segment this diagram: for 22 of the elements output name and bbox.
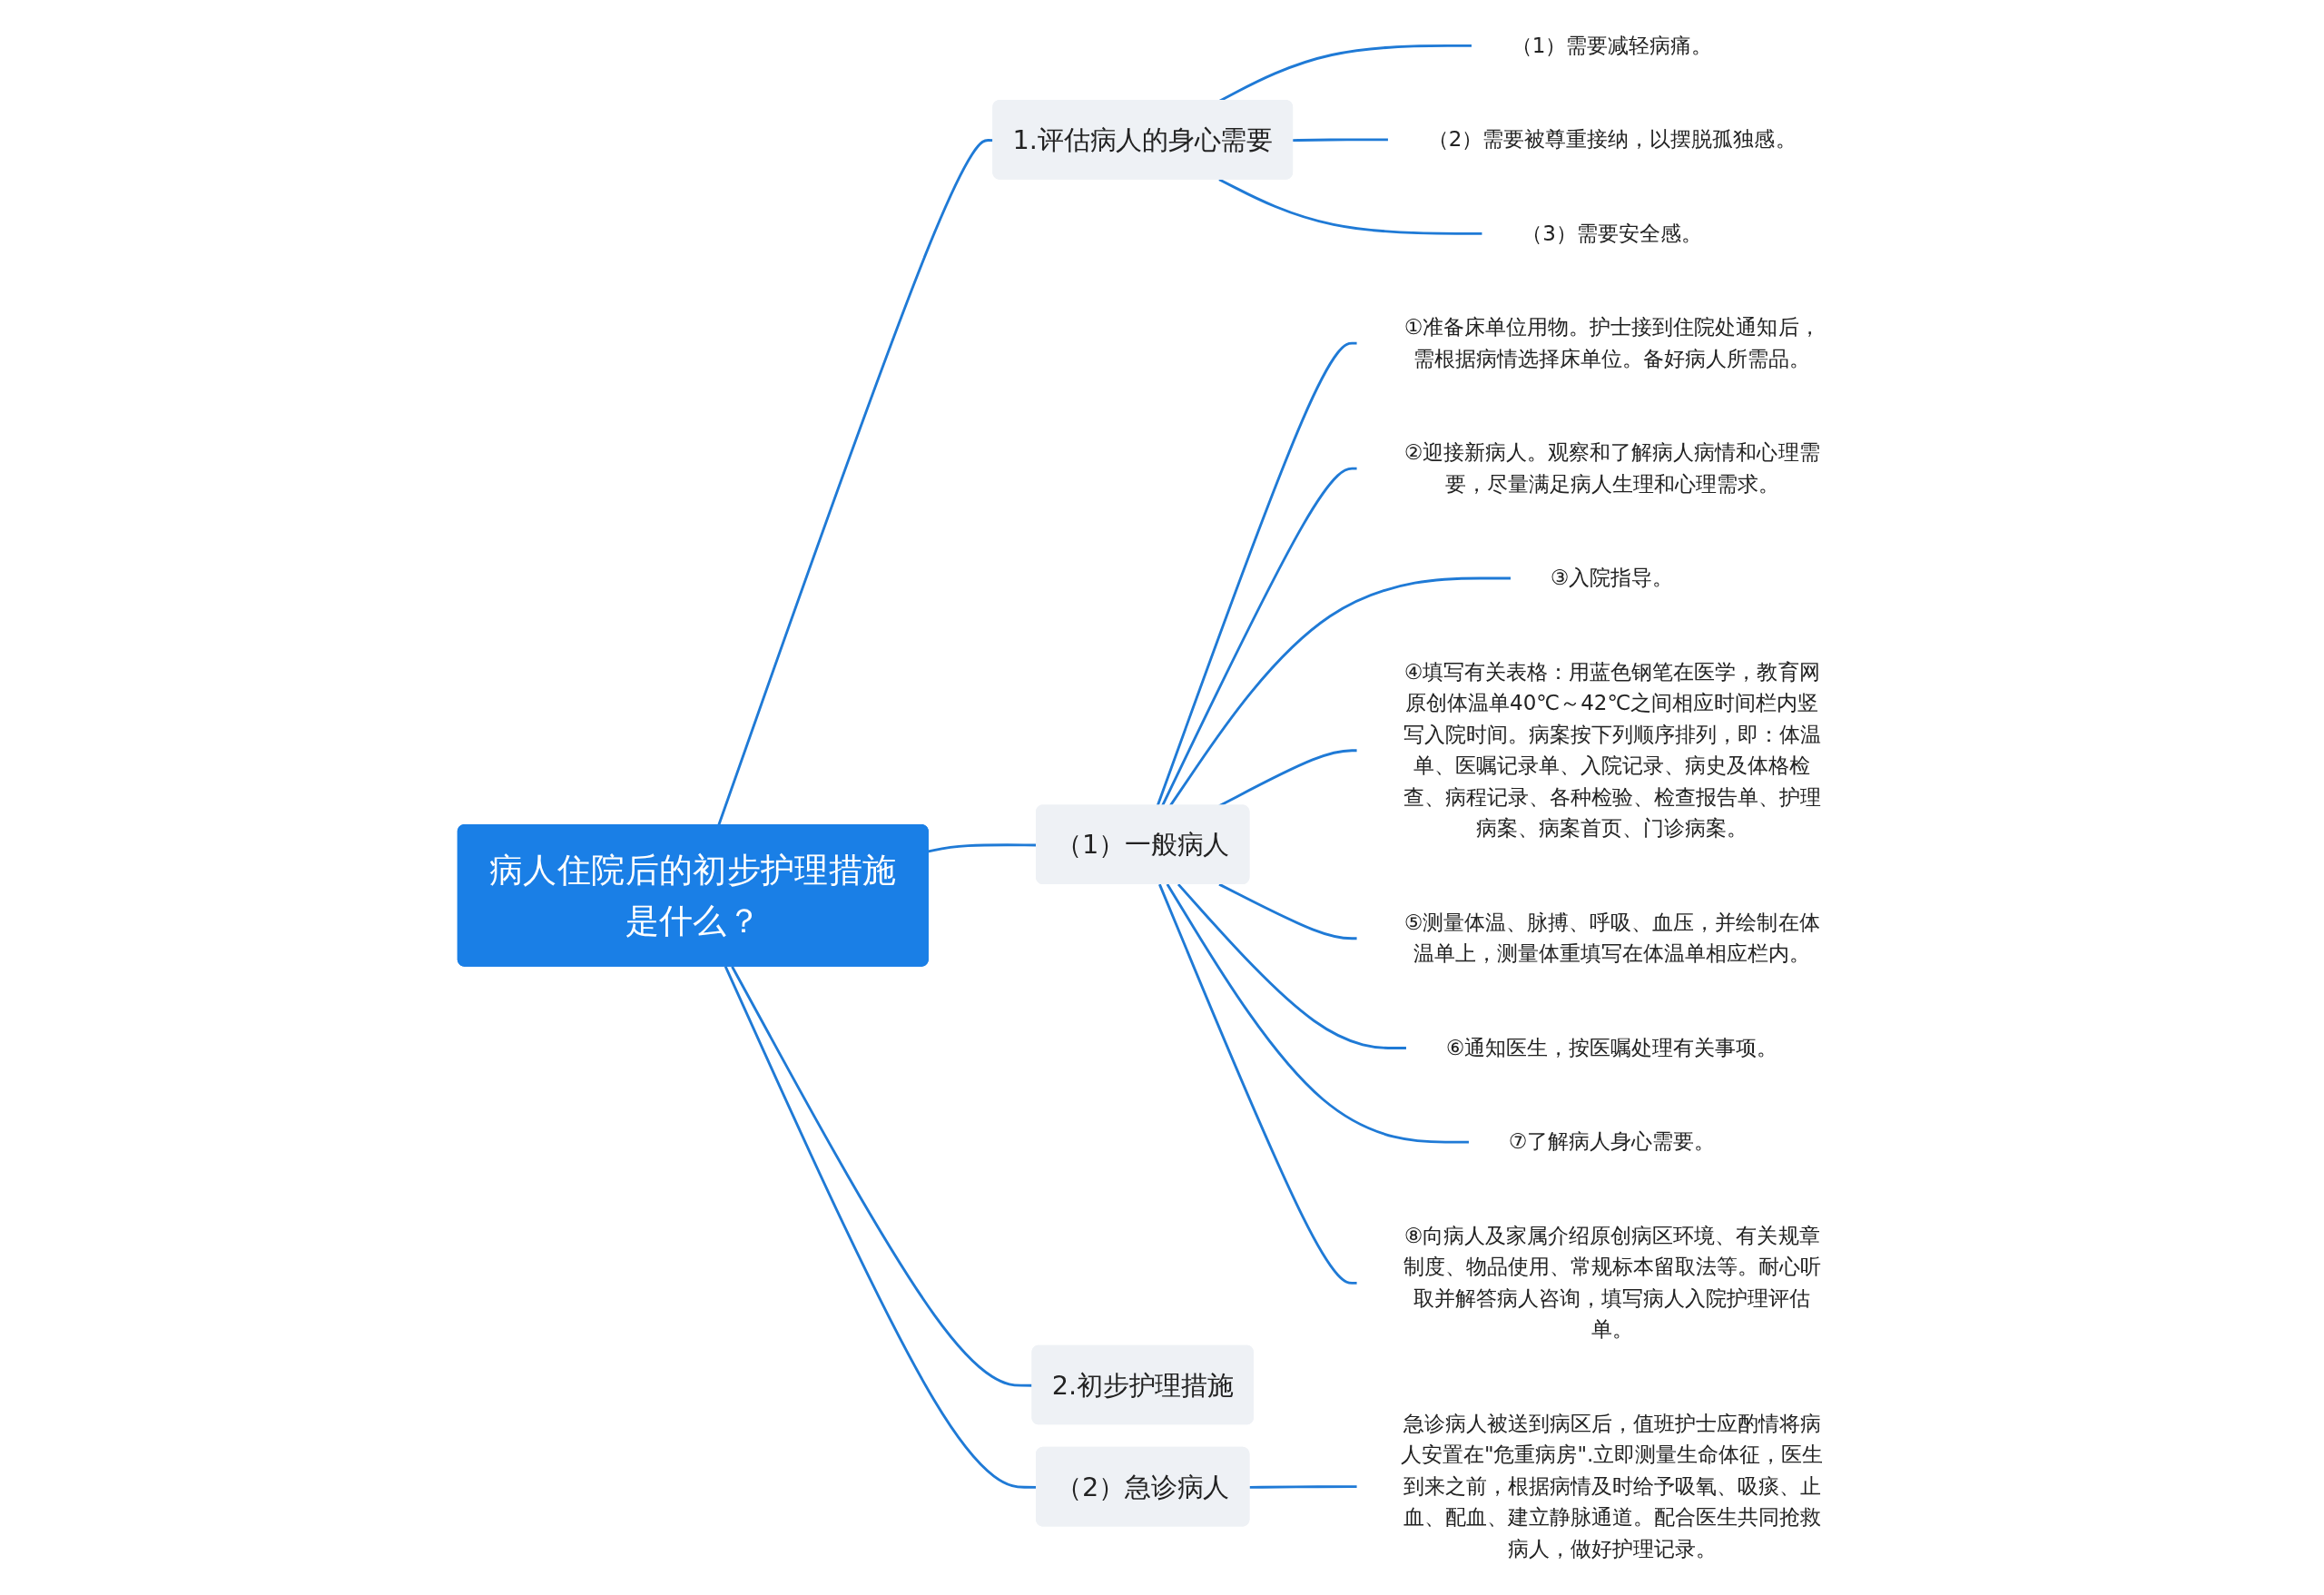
connector — [1249, 1485, 1357, 1489]
node-text: ⑤测量体温、脉搏、呼吸、血压，并绘制在体温单上，测量体重填写在体温单相应栏内。 — [1403, 910, 1820, 966]
node-text: ⑧向病人及家属介绍原创病区环境、有关规章制度、物品使用、常规标本留取法等。耐心听取并解答病人咨询，填写病人入院护理评估单。 — [1403, 1223, 1821, 1343]
connector — [1157, 883, 1357, 1285]
connector — [1160, 467, 1357, 807]
node-text: 急诊病人被送到病区后，值班护士应酌情将病人安置在"危重病房".立即测量生命体征，医生到来之前，根据病情及时给予吸氧、吸痰、止血、配血、建立静脉通道。配合医生共同抢救病人，做好护理记录。 — [1400, 1411, 1824, 1561]
connector — [1177, 883, 1407, 1049]
node-text: ④填写有关表格：用蓝色钢笔在医学，教育网原创体温单40℃～42℃之间相应时间栏内竖写入院时间。病案按下列顺序排列，即：体温单、医嘱记录单、入院记录、病史及体格检查、病程记录、各种检验、检查报告单、护理病案、病案首页、门诊病案。 — [1403, 659, 1821, 841]
node-text: （3）需要安全感。 — [1521, 220, 1702, 246]
node-text: ⑥通知医生，按医嘱处理有关事项。 — [1445, 1035, 1778, 1060]
node-text: ③入院指导。 — [1550, 565, 1674, 590]
connector — [1156, 341, 1357, 807]
node-text: （2）需要被尊重接纳，以摆脱孤独感。 — [1427, 126, 1797, 152]
connector — [1166, 883, 1470, 1144]
node-text: ①准备床单位用物。护士接到住院处通知后，需根据病情选择床单位。备好病人所需品。 — [1403, 314, 1820, 371]
connector — [1218, 882, 1357, 940]
node-text: ②迎接新病人。观察和了解病人病情和心理需要，尽量满足病人生理和心理需求。 — [1403, 439, 1820, 497]
connector — [1292, 138, 1389, 142]
connector — [1168, 576, 1512, 807]
node-text: （1）需要减轻病痛。 — [1511, 32, 1713, 58]
connector — [1218, 178, 1482, 235]
node-text: ⑦了解病人身心需要。 — [1508, 1128, 1716, 1155]
